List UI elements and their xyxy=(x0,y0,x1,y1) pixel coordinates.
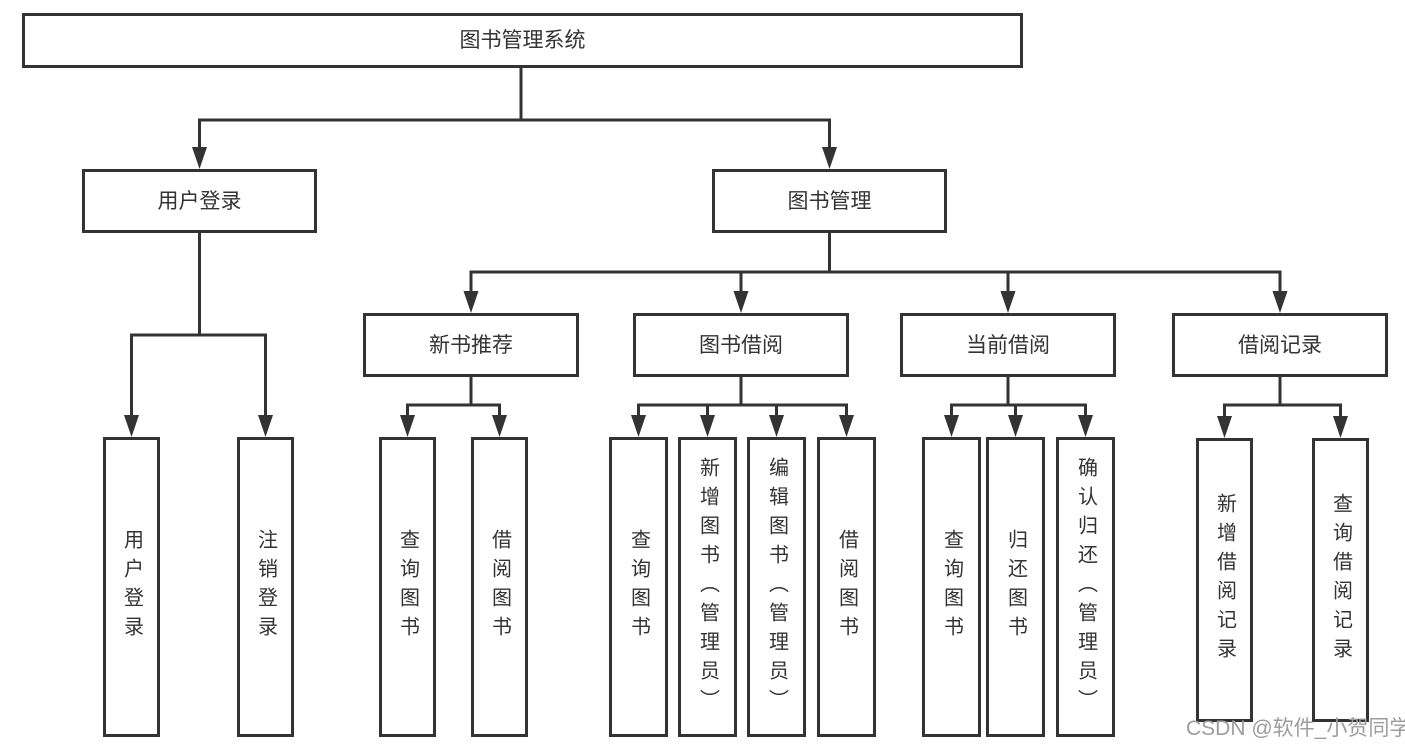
connector-new-book-recommend-to-leaves xyxy=(400,377,507,437)
node-book-borrow: 图书借阅 xyxy=(633,313,849,377)
node-book-management: 图书管理 xyxy=(712,169,947,233)
node-borrow-records: 借阅记录 xyxy=(1172,313,1388,377)
leaf-query-books-recommend: 查询图书 xyxy=(379,437,436,737)
leaf-user-login: 用户登录 xyxy=(103,437,160,737)
leaf-query-books-borrow: 查询图书 xyxy=(609,437,668,737)
node-new-book-recommend: 新书推荐 xyxy=(363,313,579,377)
connector-current-borrow-to-leaves xyxy=(944,377,1093,437)
connector-user-login-to-leaves xyxy=(124,233,273,437)
leaf-add-book-admin: 新增图书（管理员） xyxy=(678,437,737,737)
connector-borrow-records-to-leaves xyxy=(1217,377,1348,438)
node-current-borrow: 当前借阅 xyxy=(900,313,1116,377)
leaf-confirm-return-admin: 确认归还（管理员） xyxy=(1056,437,1115,737)
leaf-borrow-books-recommend: 借阅图书 xyxy=(471,437,528,737)
leaf-return-book: 归还图书 xyxy=(986,437,1045,737)
connector-book-borrow-to-leaves xyxy=(631,377,854,437)
leaf-edit-book-admin: 编辑图书（管理员） xyxy=(747,437,806,737)
leaf-borrow-books: 借阅图书 xyxy=(817,437,876,737)
connector-book-management-to-level3 xyxy=(463,233,1288,313)
connector-root-to-level2 xyxy=(192,68,837,169)
leaf-query-books-current: 查询图书 xyxy=(922,437,981,737)
leaf-query-borrow-record: 查询借阅记录 xyxy=(1312,438,1369,722)
node-root-system: 图书管理系统 xyxy=(22,13,1023,68)
node-user-login: 用户登录 xyxy=(82,169,317,233)
leaf-add-borrow-record: 新增借阅记录 xyxy=(1196,438,1253,722)
csdn-watermark: CSDN @软件_小贺同学 xyxy=(1186,717,1405,740)
leaf-logout: 注销登录 xyxy=(237,437,294,737)
